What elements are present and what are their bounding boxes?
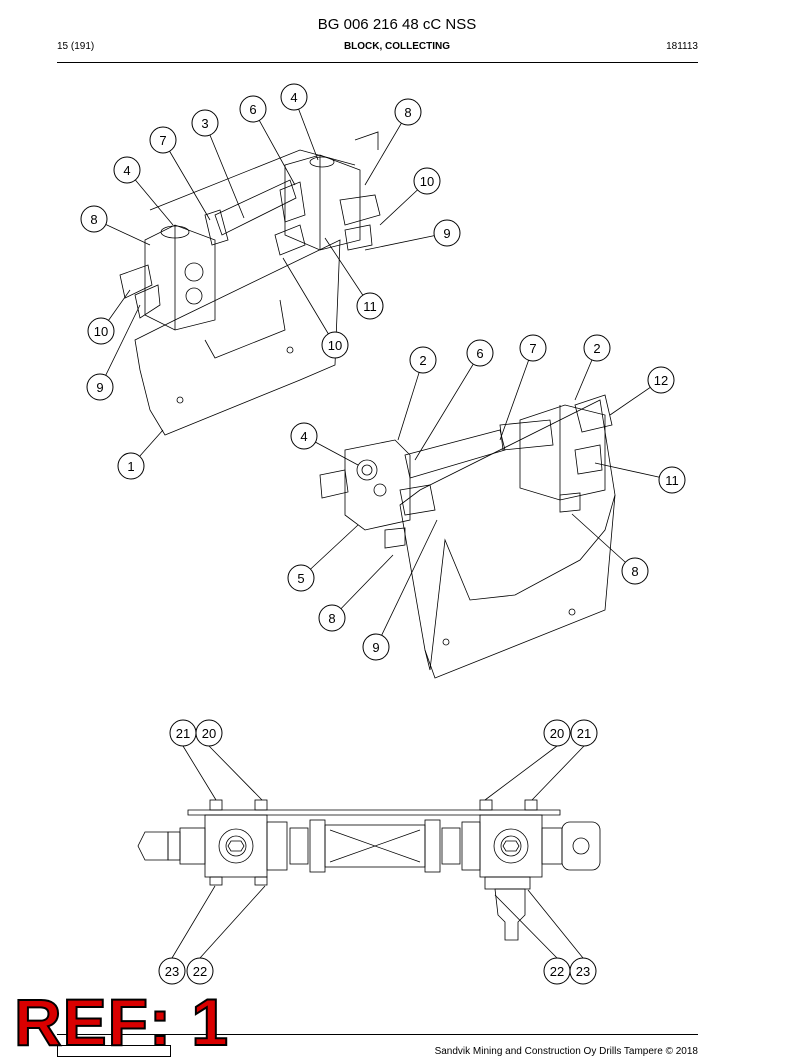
svg-text:4: 4 <box>300 429 307 444</box>
callout-10: 10 <box>321 331 349 359</box>
svg-text:8: 8 <box>404 105 411 120</box>
svg-text:20: 20 <box>202 726 216 741</box>
callout-2: 2 <box>409 346 437 374</box>
callout-21: 21 <box>169 719 197 747</box>
svg-text:8: 8 <box>328 611 335 626</box>
callout-12: 12 <box>647 366 675 394</box>
svg-text:8: 8 <box>90 212 97 227</box>
sandvik-logo <box>57 1045 171 1057</box>
callout-8: 8 <box>80 205 108 233</box>
callout-4: 4 <box>280 83 308 111</box>
callout-7: 7 <box>519 334 547 362</box>
callout-21: 21 <box>570 719 598 747</box>
callout-22: 22 <box>186 957 214 985</box>
svg-text:8: 8 <box>631 564 638 579</box>
callout-22: 22 <box>543 957 571 985</box>
callout-5: 5 <box>287 564 315 592</box>
callout-8: 8 <box>318 604 346 632</box>
view-1-assembly <box>119 131 381 436</box>
svg-text:2: 2 <box>593 341 600 356</box>
svg-text:9: 9 <box>372 640 379 655</box>
svg-text:3: 3 <box>201 116 208 131</box>
callout-8: 8 <box>394 98 422 126</box>
callout-4: 4 <box>290 422 318 450</box>
svg-text:7: 7 <box>529 341 536 356</box>
callout-20: 20 <box>195 719 223 747</box>
svg-text:20: 20 <box>550 726 564 741</box>
svg-text:10: 10 <box>94 324 108 339</box>
svg-text:7: 7 <box>159 133 166 148</box>
svg-text:10: 10 <box>328 338 342 353</box>
svg-text:10: 10 <box>420 174 434 189</box>
ref-stamp: REF: 1 <box>13 984 230 1060</box>
callout-9: 9 <box>433 219 461 247</box>
view-2-assembly <box>319 394 616 679</box>
svg-text:6: 6 <box>249 102 256 117</box>
svg-text:11: 11 <box>665 473 679 488</box>
callout-1: 1 <box>117 452 145 480</box>
svg-text:22: 22 <box>550 964 564 979</box>
callout-23: 23 <box>158 957 186 985</box>
section-title: BLOCK, COLLECTING <box>343 41 451 52</box>
svg-text:9: 9 <box>443 226 450 241</box>
callout-20: 20 <box>543 719 571 747</box>
header-rule <box>57 62 698 63</box>
revision-code: 181113 <box>666 41 698 52</box>
view-3-assembly <box>137 799 601 941</box>
callout-bubbles: 1 3 4 4 6 7 8 8 9 9 10 10 10 11 2 2 4 5 … <box>80 83 686 985</box>
svg-text:22: 22 <box>193 964 207 979</box>
callout-23: 23 <box>569 957 597 985</box>
svg-text:23: 23 <box>576 964 590 979</box>
callout-11: 11 <box>658 466 686 494</box>
svg-text:1: 1 <box>127 459 134 474</box>
svg-text:21: 21 <box>577 726 591 741</box>
svg-text:21: 21 <box>176 726 190 741</box>
footer-copyright: Sandvik Mining and Construction Oy Drill… <box>434 1046 698 1057</box>
svg-text:5: 5 <box>297 571 304 586</box>
callout-2: 2 <box>583 334 611 362</box>
callout-8: 8 <box>621 557 649 585</box>
callout-4: 4 <box>113 156 141 184</box>
callout-10: 10 <box>413 167 441 195</box>
callout-6: 6 <box>466 339 494 367</box>
svg-text:6: 6 <box>476 346 483 361</box>
callout-9: 9 <box>362 633 390 661</box>
callout-11: 11 <box>356 292 384 320</box>
callout-9: 9 <box>86 373 114 401</box>
svg-text:23: 23 <box>165 964 179 979</box>
svg-text:9: 9 <box>96 380 103 395</box>
svg-text:2: 2 <box>419 353 426 368</box>
document-number: BG 006 216 48 cC NSS <box>317 16 477 33</box>
svg-text:12: 12 <box>654 373 668 388</box>
callout-10: 10 <box>87 317 115 345</box>
svg-text:4: 4 <box>123 163 130 178</box>
callout-3: 3 <box>191 109 219 137</box>
footer-rule <box>57 1034 698 1035</box>
callout-6: 6 <box>239 95 267 123</box>
svg-text:4: 4 <box>290 90 297 105</box>
callout-7: 7 <box>149 126 177 154</box>
svg-text:11: 11 <box>363 299 377 314</box>
page-number: 15 (191) <box>57 41 95 52</box>
